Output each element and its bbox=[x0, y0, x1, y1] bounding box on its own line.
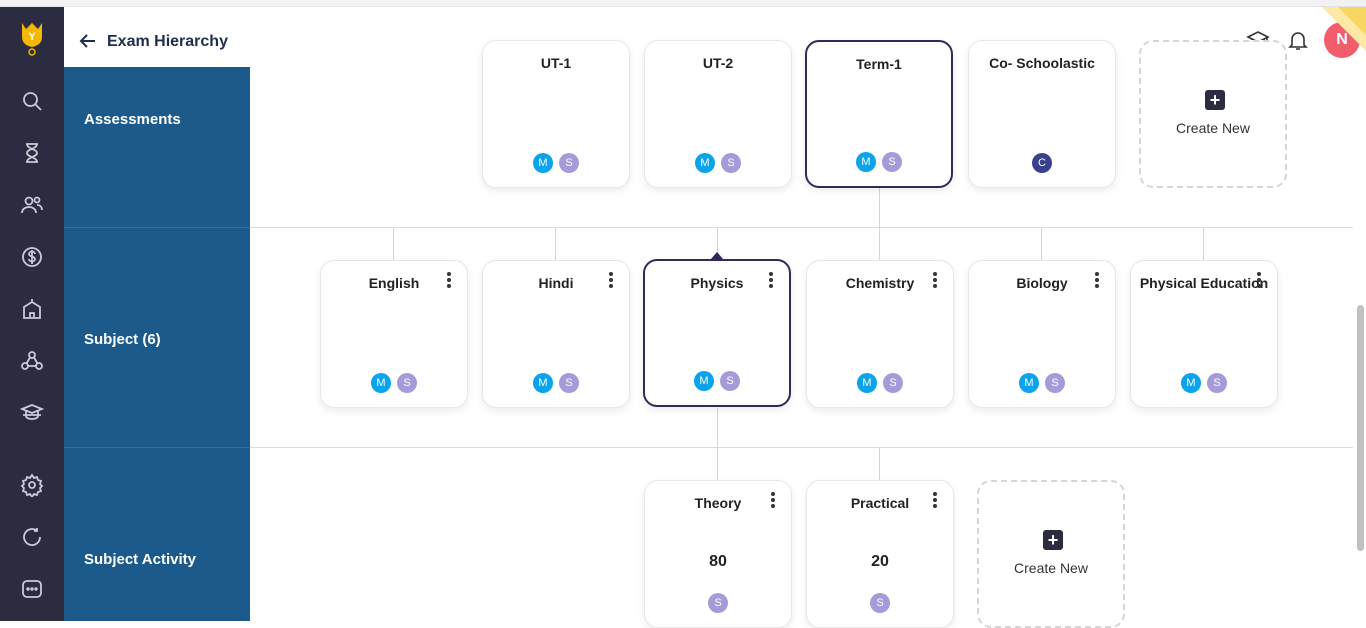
badge-m: M bbox=[371, 373, 391, 393]
connector-line bbox=[555, 228, 556, 260]
more-options-icon[interactable] bbox=[445, 271, 453, 289]
badge-s: S bbox=[720, 371, 740, 391]
badge-s: S bbox=[721, 153, 741, 173]
badge-s: S bbox=[559, 153, 579, 173]
search-icon[interactable] bbox=[20, 89, 44, 113]
row-label-subject: Subject (6) bbox=[64, 228, 250, 447]
row-label-subject-activity: Subject Activity bbox=[64, 448, 250, 621]
page-title: Exam Hierarchy bbox=[107, 33, 228, 50]
connector-line bbox=[717, 408, 718, 480]
row-label-assessments: Assessments bbox=[64, 67, 250, 227]
create-activity-button[interactable]: + Create New bbox=[977, 480, 1125, 628]
create-assessment-button[interactable]: + Create New bbox=[1139, 40, 1287, 188]
bell-icon[interactable] bbox=[1286, 28, 1310, 52]
badge-m: M bbox=[1181, 373, 1201, 393]
top-strip bbox=[0, 0, 1366, 7]
plus-icon: + bbox=[1205, 90, 1225, 110]
corner-decoration bbox=[1302, 7, 1366, 51]
connector-line bbox=[879, 228, 880, 260]
badge-m: M bbox=[533, 153, 553, 173]
more-options-icon[interactable] bbox=[1093, 271, 1101, 289]
badge-m: M bbox=[1019, 373, 1039, 393]
more-options-icon[interactable] bbox=[767, 271, 775, 289]
connector-line bbox=[1203, 228, 1204, 260]
svg-text:Y: Y bbox=[28, 31, 36, 43]
activity-card-practical[interactable]: Practical 20 S bbox=[806, 480, 954, 628]
app-logo-icon[interactable]: Y bbox=[18, 19, 46, 59]
connector-line bbox=[879, 448, 880, 480]
selected-caret bbox=[711, 252, 723, 259]
badge-m: M bbox=[857, 373, 877, 393]
community-icon[interactable] bbox=[20, 349, 44, 373]
activity-card-theory[interactable]: Theory 80 S bbox=[644, 480, 792, 628]
badge-s: S bbox=[1045, 373, 1065, 393]
plus-icon: + bbox=[1043, 530, 1063, 550]
chat-icon[interactable] bbox=[20, 577, 44, 601]
hourglass-icon[interactable] bbox=[20, 141, 44, 165]
activity-marks: 20 bbox=[871, 553, 889, 570]
more-options-icon[interactable] bbox=[931, 491, 939, 509]
connector-line bbox=[879, 188, 880, 228]
badge-s: S bbox=[397, 373, 417, 393]
badge-s: S bbox=[883, 373, 903, 393]
back-arrow-icon[interactable] bbox=[78, 31, 98, 51]
more-options-icon[interactable] bbox=[931, 271, 939, 289]
connector-line bbox=[1041, 228, 1042, 260]
row-divider bbox=[250, 227, 1353, 228]
badge-c: C bbox=[1032, 153, 1052, 173]
refresh-icon[interactable] bbox=[20, 525, 44, 549]
graduation-cap-icon[interactable] bbox=[19, 401, 45, 425]
gear-icon[interactable] bbox=[20, 473, 44, 499]
people-icon[interactable] bbox=[20, 193, 44, 217]
badge-m: M bbox=[695, 153, 715, 173]
badge-m: M bbox=[694, 371, 714, 391]
vertical-scrollbar[interactable] bbox=[1357, 305, 1364, 551]
badge-s: S bbox=[1207, 373, 1227, 393]
badge-m: M bbox=[856, 152, 876, 172]
badge-m: M bbox=[533, 373, 553, 393]
more-options-icon[interactable] bbox=[607, 271, 615, 289]
dollar-icon[interactable] bbox=[20, 245, 44, 269]
badge-s: S bbox=[559, 373, 579, 393]
badge-s: S bbox=[870, 593, 890, 613]
more-options-icon[interactable] bbox=[769, 491, 777, 509]
activity-marks: 80 bbox=[709, 553, 727, 570]
connector-line bbox=[717, 228, 718, 260]
connector-line bbox=[393, 228, 394, 260]
school-icon[interactable] bbox=[20, 297, 44, 321]
nav-rail: Y bbox=[0, 7, 64, 621]
more-options-icon[interactable] bbox=[1255, 271, 1263, 289]
row-divider bbox=[250, 447, 1353, 448]
badge-s: S bbox=[708, 593, 728, 613]
badge-s: S bbox=[882, 152, 902, 172]
assessment-card-co-scholastic[interactable]: Co- Schoolastic C bbox=[968, 40, 1116, 188]
